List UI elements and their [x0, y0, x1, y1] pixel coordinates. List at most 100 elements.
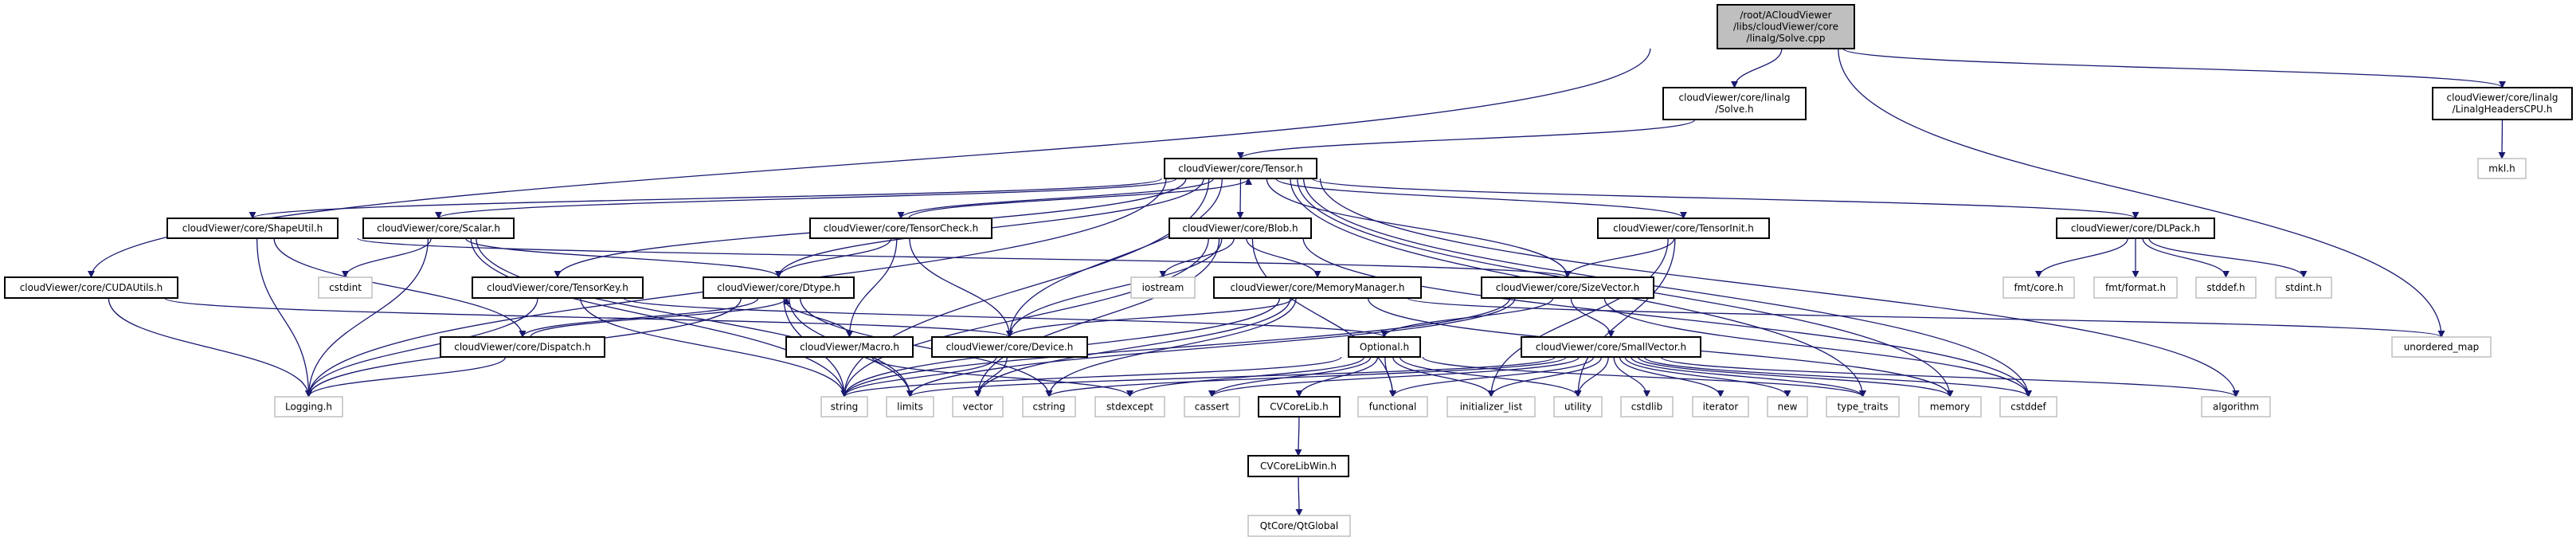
node-cudautils[interactable]: cloudViewer/core/CUDAUtils.h — [4, 276, 178, 299]
node-box — [1258, 396, 1341, 418]
node-vector: vector — [952, 396, 1004, 418]
node-label: cloudViewer/core/MemoryManager.h — [1230, 282, 1404, 293]
edge-tensorkey-to-logging — [304, 297, 538, 398]
edge-tensorinit-to-initializer_list — [1487, 237, 1669, 398]
node-label: algorithm — [2213, 401, 2259, 412]
node-label: functional — [1369, 401, 1417, 412]
node-box — [1662, 87, 1807, 120]
edge-dtype-to-dispatch — [519, 297, 759, 338]
node-tensor[interactable]: cloudViewer/core/Tensor.h — [1164, 158, 1317, 179]
node-label: iostream — [1142, 282, 1184, 293]
edge-smallvector-to-memory — [1637, 356, 1954, 398]
node-box — [2477, 158, 2527, 179]
node-memorymanager[interactable]: cloudViewer/core/MemoryManager.h — [1213, 276, 1422, 299]
node-box — [1164, 158, 1317, 179]
node-label: cloudViewer/core/TensorInit.h — [1613, 222, 1754, 233]
edge-tensorcheck-to-device — [909, 237, 1014, 338]
node-label: memory — [1930, 401, 1970, 412]
edge-smallvector-to-initializer_list — [1487, 356, 1603, 398]
node-label: stdexcept — [1106, 401, 1153, 412]
node-label: cstdlib — [1631, 401, 1662, 412]
node-box — [1184, 396, 1240, 418]
node-blob[interactable]: cloudViewer/core/Blob.h — [1169, 218, 1312, 239]
node-label: fmt/core.h — [2014, 282, 2063, 293]
node-box — [1999, 396, 2057, 418]
node-box — [1130, 276, 1196, 299]
edge-smallvector-to-cstring — [1045, 356, 1567, 398]
edge-smallvector-to-new — [1624, 356, 1791, 398]
node-label: cloudViewer/core/SmallVector.h — [1536, 341, 1686, 352]
edge-tensorkey-to-optional — [623, 297, 1388, 338]
node-cstddef: cstddef — [1999, 396, 2057, 418]
node-box — [1094, 396, 1165, 418]
edge-smallvector-to-cassert — [1208, 356, 1580, 398]
node-label: cloudViewer/core/linalg — [2447, 92, 2558, 104]
node-dispatch[interactable]: cloudViewer/core/Dispatch.h — [440, 336, 605, 358]
node-box — [274, 396, 343, 418]
node-label: new — [1778, 401, 1798, 412]
node-sizevector[interactable]: cloudViewer/core/SizeVector.h — [1481, 276, 1654, 299]
edge-cvcorelib-to-cvcorelibwin — [1294, 416, 1302, 457]
node-label: fmt/format.h — [2105, 282, 2166, 293]
node-dlpack[interactable]: cloudViewer/core/DLPack.h — [2056, 218, 2215, 239]
node-smallvector[interactable]: cloudViewer/core/SmallVector.h — [1521, 336, 1701, 358]
node-label: mkl.h — [2488, 163, 2515, 174]
node-tensorinit[interactable]: cloudViewer/core/TensorInit.h — [1597, 218, 1770, 239]
node-macro[interactable]: cloudViewer/Macro.h — [785, 336, 914, 358]
edge-tensorinit-to-sizevector — [1564, 237, 1675, 278]
edge-sizevector-to-smallvector — [1570, 297, 1615, 338]
node-label: cloudViewer/core/Blob.h — [1182, 222, 1298, 233]
node-label: QtCore/QtGlobal — [1260, 520, 1338, 531]
node-memory: memory — [1918, 396, 1982, 418]
node-box — [809, 218, 992, 239]
node-box — [2056, 218, 2215, 239]
node-cvcorelib[interactable]: CVCoreLib.h — [1258, 396, 1341, 418]
node-label: stddef.h — [2206, 282, 2245, 293]
node-label: cstdint — [329, 282, 362, 293]
node-box — [1247, 515, 1351, 537]
edge-memorymanager-to-device — [1006, 297, 1294, 338]
node-box — [1447, 396, 1536, 418]
node-unordered_map: unordered_map — [2391, 336, 2492, 358]
node-scalar[interactable]: cloudViewer/core/Scalar.h — [362, 218, 515, 239]
node-solve_cpp[interactable]: /root/ACloudViewer/libs/cloudViewer/core… — [1717, 4, 1855, 49]
node-new: new — [1767, 396, 1808, 418]
node-box — [166, 218, 339, 239]
edge-solve_cpp-to-solve_h — [1730, 48, 1783, 88]
edge-smallvector-to-algorithm — [1660, 356, 2240, 398]
node-label: utility — [1564, 401, 1591, 412]
edge-smallvector-to-functional — [1389, 356, 1595, 398]
node-solve_h[interactable]: cloudViewer/core/linalg/Solve.h — [1662, 87, 1807, 120]
edge-tensor-to-tensorcheck — [897, 178, 1215, 219]
node-device[interactable]: cloudViewer/core/Device.h — [931, 336, 1088, 358]
node-box — [4, 276, 178, 299]
node-box — [1717, 4, 1855, 49]
edge-tensor-to-scalar — [435, 178, 1177, 219]
edge-scalar-to-dtype — [465, 237, 782, 278]
node-logging: Logging.h — [274, 396, 343, 418]
edge-tensorkey-to-string — [580, 297, 848, 398]
node-box — [1022, 396, 1076, 418]
edge-optional-to-cassert — [1208, 356, 1372, 398]
edge-optional-to-type_traits — [1422, 356, 1866, 398]
node-label: initializer_list — [1460, 401, 1523, 412]
node-shapeutil[interactable]: cloudViewer/core/ShapeUtil.h — [166, 218, 339, 239]
edge-scalar-to-limits — [476, 237, 914, 398]
node-dtype[interactable]: cloudViewer/core/Dtype.h — [703, 276, 855, 299]
node-linalg_cpu[interactable]: cloudViewer/core/linalg/LinalgHeadersCPU… — [2432, 87, 2573, 120]
node-box — [1169, 218, 1312, 239]
edge-solve_cpp-to-unordered_map — [1838, 48, 2445, 338]
node-optional[interactable]: Optional.h — [1348, 336, 1421, 358]
edge-cudautils-to-device — [164, 297, 1013, 338]
edge-scalar-to-logging — [304, 237, 429, 398]
node-box — [1247, 455, 1349, 477]
node-cvcorelibwin[interactable]: CVCoreLibWin.h — [1247, 455, 1349, 477]
node-box — [2201, 396, 2271, 418]
node-label: cloudViewer/core/TensorCheck.h — [824, 222, 979, 233]
node-tensorkey[interactable]: cloudViewer/core/TensorKey.h — [472, 276, 644, 299]
node-label: CVCoreLibWin.h — [1260, 461, 1337, 472]
edge-memorymanager-to-vector — [974, 297, 1291, 398]
node-box — [318, 276, 373, 299]
edge-dlpack-to-fmt_core — [2034, 237, 2128, 278]
node-tensorcheck[interactable]: cloudViewer/core/TensorCheck.h — [809, 218, 992, 239]
